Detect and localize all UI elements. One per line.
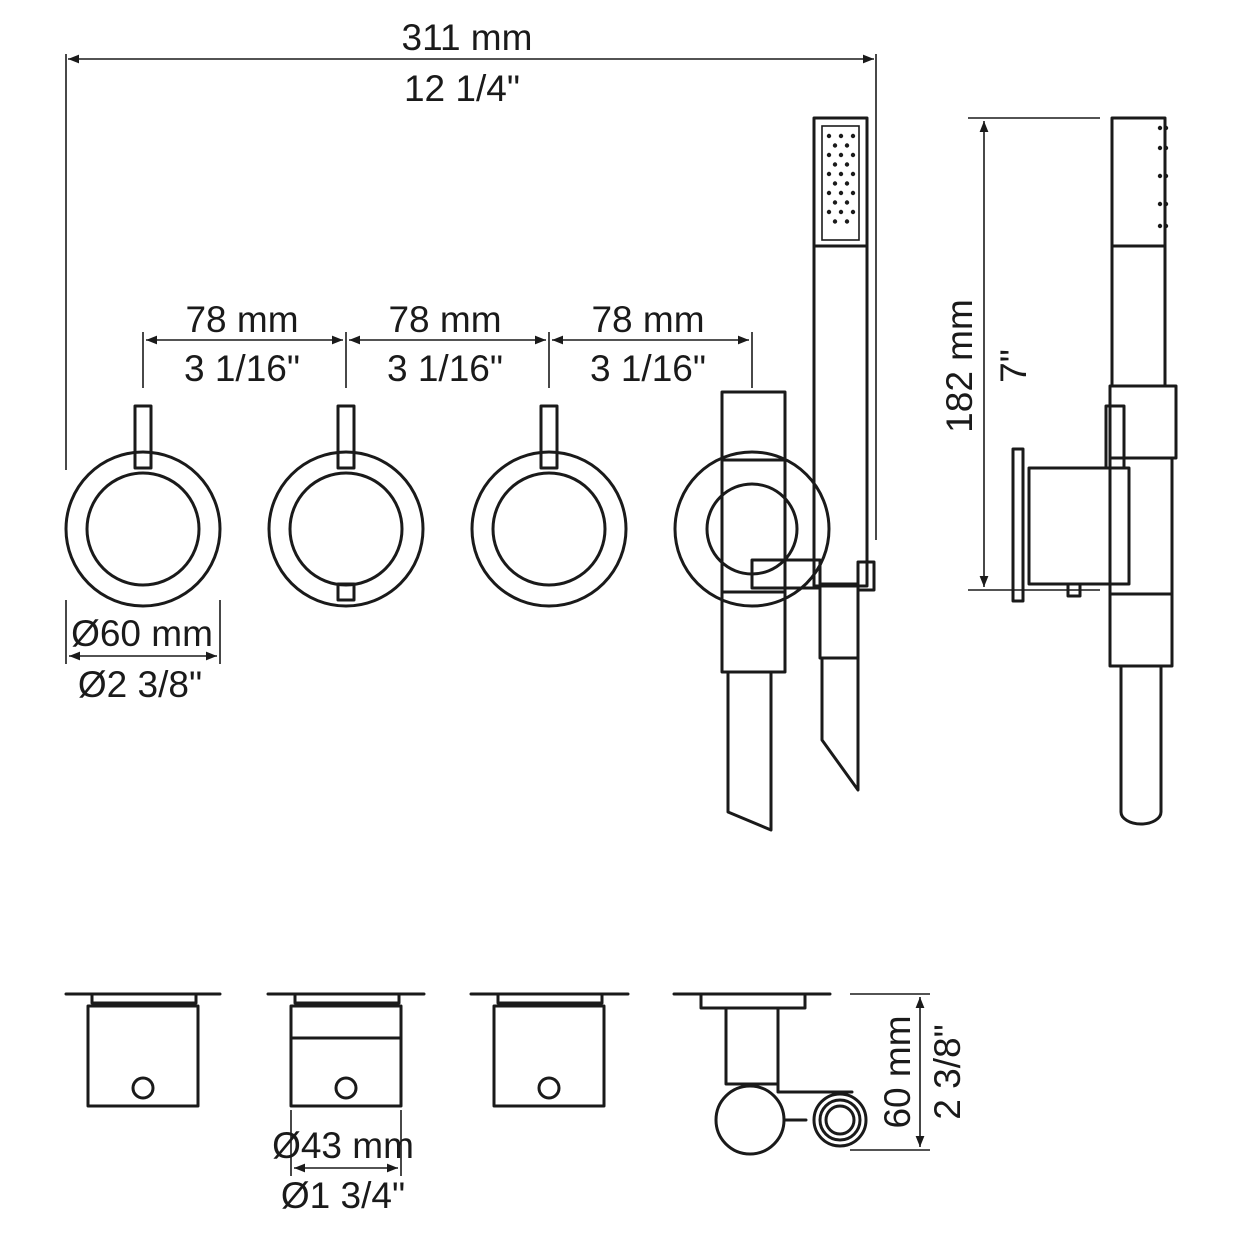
nozzle-dot bbox=[844, 162, 850, 167]
height-metric: 182 mm bbox=[939, 299, 980, 433]
nozzle-dot bbox=[850, 209, 856, 215]
overall-width-dimension: 311 mm 12 1/4" bbox=[65, 17, 877, 540]
projection-imperial: 2 3/8" bbox=[927, 1024, 968, 1119]
spacing-2-imperial: 3 1/16" bbox=[387, 348, 503, 389]
nozzle-dot bbox=[826, 133, 832, 139]
rosette-diameter-metric: Ø60 mm bbox=[71, 613, 213, 654]
side-nozzle-dot bbox=[1157, 125, 1163, 131]
side-nozzle-dot bbox=[1163, 223, 1169, 229]
rosette-diameter-imperial: Ø2 3/8" bbox=[78, 664, 202, 705]
nozzle-dot bbox=[850, 190, 856, 196]
top-view-diverter bbox=[672, 992, 868, 1156]
nozzle-dot bbox=[826, 209, 832, 215]
spacing-dimensions: 78 mm 3 1/16" 78 mm 3 1/16" 78 mm 3 1/16… bbox=[142, 299, 753, 389]
overall-width-imperial: 12 1/4" bbox=[404, 68, 520, 109]
shower-nozzles bbox=[826, 133, 856, 224]
nozzle-dot bbox=[844, 181, 850, 186]
side-view bbox=[1011, 116, 1178, 826]
spacing-2-metric: 78 mm bbox=[388, 299, 501, 340]
side-nozzle-dot bbox=[1163, 201, 1169, 207]
body-diameter-imperial: Ø1 3/4" bbox=[281, 1175, 405, 1216]
nozzle-dot bbox=[850, 171, 856, 177]
nozzle-dot bbox=[844, 200, 850, 205]
nozzle-dot bbox=[832, 219, 838, 224]
side-nozzles bbox=[1157, 125, 1169, 229]
nozzle-dot bbox=[850, 133, 856, 139]
nozzle-dot bbox=[838, 133, 844, 139]
top-view-mixer-3 bbox=[469, 992, 630, 1108]
nozzle-dot bbox=[844, 143, 850, 148]
nozzle-dot bbox=[838, 171, 844, 177]
nozzle-dot bbox=[832, 143, 838, 148]
nozzle-dot bbox=[838, 209, 844, 215]
spacing-3-imperial: 3 1/16" bbox=[590, 348, 706, 389]
nozzle-dot bbox=[838, 190, 844, 196]
nozzle-dot bbox=[832, 181, 838, 186]
spacing-1-imperial: 3 1/16" bbox=[184, 348, 300, 389]
diverter-and-handshower-front bbox=[673, 116, 876, 832]
height-dimension: 182 mm 7" bbox=[939, 117, 1100, 591]
side-nozzle-dot bbox=[1163, 173, 1169, 179]
top-view-mixer-1 bbox=[64, 992, 222, 1108]
side-nozzle-dot bbox=[1163, 145, 1169, 151]
height-imperial: 7" bbox=[993, 349, 1034, 383]
body-diameter-metric: Ø43 mm bbox=[272, 1125, 414, 1166]
side-nozzle-dot bbox=[1163, 125, 1169, 131]
nozzle-dot bbox=[838, 152, 844, 158]
projection-metric: 60 mm bbox=[877, 1015, 918, 1128]
top-view-mixer-2 bbox=[266, 992, 426, 1108]
projection-dimension: 60 mm 2 3/8" bbox=[850, 993, 968, 1151]
spacing-3-metric: 78 mm bbox=[591, 299, 704, 340]
nozzle-dot bbox=[832, 162, 838, 167]
side-nozzle-dot bbox=[1157, 145, 1163, 151]
side-nozzle-dot bbox=[1157, 223, 1163, 229]
overall-width-metric: 311 mm bbox=[402, 17, 533, 58]
nozzle-dot bbox=[826, 190, 832, 196]
rosette-diameter-dimension: Ø60 mm Ø2 3/8" bbox=[65, 600, 221, 705]
nozzle-dot bbox=[850, 152, 856, 158]
body-diameter-dimension: Ø43 mm Ø1 3/4" bbox=[272, 1110, 414, 1216]
nozzle-dot bbox=[832, 200, 838, 205]
nozzle-dot bbox=[826, 152, 832, 158]
mixer-handle-3 bbox=[470, 404, 628, 608]
spacing-1-metric: 78 mm bbox=[185, 299, 298, 340]
mixer-handle-1 bbox=[64, 404, 222, 608]
side-nozzle-dot bbox=[1157, 173, 1163, 179]
nozzle-dot bbox=[844, 219, 850, 224]
nozzle-dot bbox=[826, 171, 832, 177]
side-nozzle-dot bbox=[1157, 201, 1163, 207]
mixer-handle-2 bbox=[267, 404, 425, 608]
